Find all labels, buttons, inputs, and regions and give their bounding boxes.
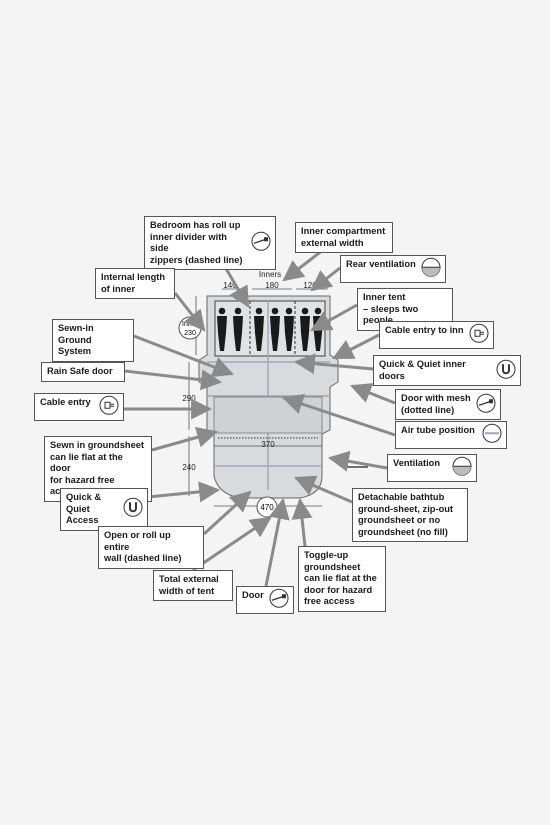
leader-arrow <box>282 248 324 282</box>
label-text: Rain Safe door <box>47 366 113 376</box>
label-text: Internal length of inner <box>101 272 166 294</box>
zip-icon <box>475 392 497 418</box>
plug-icon <box>99 395 119 415</box>
label-ventilation: Ventilation <box>387 454 477 482</box>
leader-arrow <box>133 334 234 377</box>
leader-arrow <box>202 490 252 536</box>
label-text: Total external width of tent <box>159 574 219 596</box>
label-bedroom: Bedroom has roll up inner divider with s… <box>144 216 276 270</box>
dim-width-total: 470 <box>260 503 274 512</box>
label-rain-safe: Rain Safe door <box>41 362 125 382</box>
label-door: Door <box>236 586 294 614</box>
leader-arrow <box>327 450 388 472</box>
label-text: Door with mesh (dotted line) <box>401 393 471 415</box>
label-toggle-up: Toggle-up groundsheet can lie flat at th… <box>298 546 386 612</box>
leader-arrow <box>282 394 396 437</box>
sleeper-figure <box>284 307 294 351</box>
label-text: Sewn-in Ground System <box>58 323 94 356</box>
magnet-icon <box>495 358 517 384</box>
label-text: Rear ventilation <box>346 259 416 269</box>
label-text: Cable entry <box>40 397 91 407</box>
label-bathtub: Detachable bathtub ground-sheet, zip-out… <box>352 488 468 542</box>
zip-icon <box>476 393 496 413</box>
plug-icon <box>98 394 120 420</box>
tube-icon <box>481 422 503 448</box>
leader-arrow <box>264 497 290 587</box>
leader-arrow <box>173 292 206 332</box>
label-cable-entry: Cable entry <box>34 393 124 421</box>
magnet-icon <box>122 497 144 523</box>
dim-inner-length-value: 230 <box>184 330 196 337</box>
zip-icon <box>268 587 290 613</box>
dim-height-lower: 240 <box>182 463 196 472</box>
label-cable-inn: Cable entry to inn <box>379 321 494 349</box>
plug-icon <box>469 323 489 343</box>
sleeper-figure <box>254 307 264 351</box>
leader-arrow <box>147 481 221 503</box>
leader-arrow <box>124 369 223 391</box>
leader-arrow <box>332 333 380 360</box>
zip-icon <box>269 588 289 608</box>
leader-arrow <box>291 497 313 547</box>
dim-inner-right: 120 <box>303 281 317 290</box>
leader-arrow <box>310 266 341 292</box>
tube-icon <box>482 423 502 443</box>
label-text: Toggle-up groundsheet can lie flat at th… <box>304 550 377 606</box>
dim-total-width-badge: 470 <box>256 496 278 518</box>
label-text: Quick & Quiet inner doors <box>379 359 466 381</box>
label-roll-wall: Open or roll up entire wall (dashed line… <box>98 526 204 569</box>
label-rear-vent: Rear ventilation <box>340 255 446 283</box>
dim-inners-label: Inners <box>259 270 281 279</box>
vent-icon <box>420 256 442 282</box>
leader-arrow <box>350 383 396 405</box>
vent-icon <box>421 257 441 277</box>
vent-icon <box>452 456 472 476</box>
label-text: Door <box>242 590 264 600</box>
dim-width-mid: 370 <box>261 440 275 449</box>
label-door-mesh: Door with mesh (dotted line) <box>395 389 501 420</box>
dim-height-upper: 290 <box>182 394 196 403</box>
sleeper-figure <box>233 307 243 351</box>
label-text: Ventilation <box>393 458 441 468</box>
label-text: Inner tent – sleeps two people <box>363 292 419 325</box>
bathtub-groundsheet <box>213 396 323 434</box>
label-text: Open or roll up entire wall (dashed line… <box>104 530 182 563</box>
sleeper-figure <box>217 307 227 351</box>
label-sewn-ground: Sewn-in Ground System <box>52 319 134 362</box>
zip-icon <box>251 231 271 251</box>
leader-arrow <box>151 427 219 452</box>
sleeper-figure <box>270 307 280 351</box>
label-text: Bedroom has roll up inner divider with s… <box>150 220 243 265</box>
leader-arrow <box>310 303 358 332</box>
label-quiet-access: Quick & Quiet Access <box>60 488 148 531</box>
label-text: Quick & Quiet Access <box>66 492 102 525</box>
sleeper-figure <box>300 307 310 351</box>
vent-icon <box>451 455 473 481</box>
sleepers <box>217 307 323 351</box>
plug-icon <box>468 322 490 348</box>
magnet-icon <box>123 498 143 517</box>
magnet-icon <box>496 359 516 379</box>
leader-arrow <box>192 516 272 572</box>
label-air-tube: Air tube position <box>395 421 507 449</box>
label-text: Air tube position <box>401 425 475 435</box>
label-total-width: Total external width of tent <box>153 570 233 601</box>
label-internal-length: Internal length of inner <box>95 268 175 299</box>
label-quiet-inner: Quick & Quiet inner doors <box>373 355 521 386</box>
leader-arrow <box>294 475 353 504</box>
label-text: Detachable bathtub ground-sheet, zip-out… <box>358 492 454 537</box>
zip-icon <box>250 230 272 256</box>
dim-inner-mid: 180 <box>265 281 279 290</box>
leader-arrow <box>293 353 374 375</box>
label-inner-compartment: Inner compartment external width <box>295 222 393 253</box>
label-text: Inner compartment external width <box>301 226 386 248</box>
label-text: Cable entry to inn <box>385 325 464 335</box>
